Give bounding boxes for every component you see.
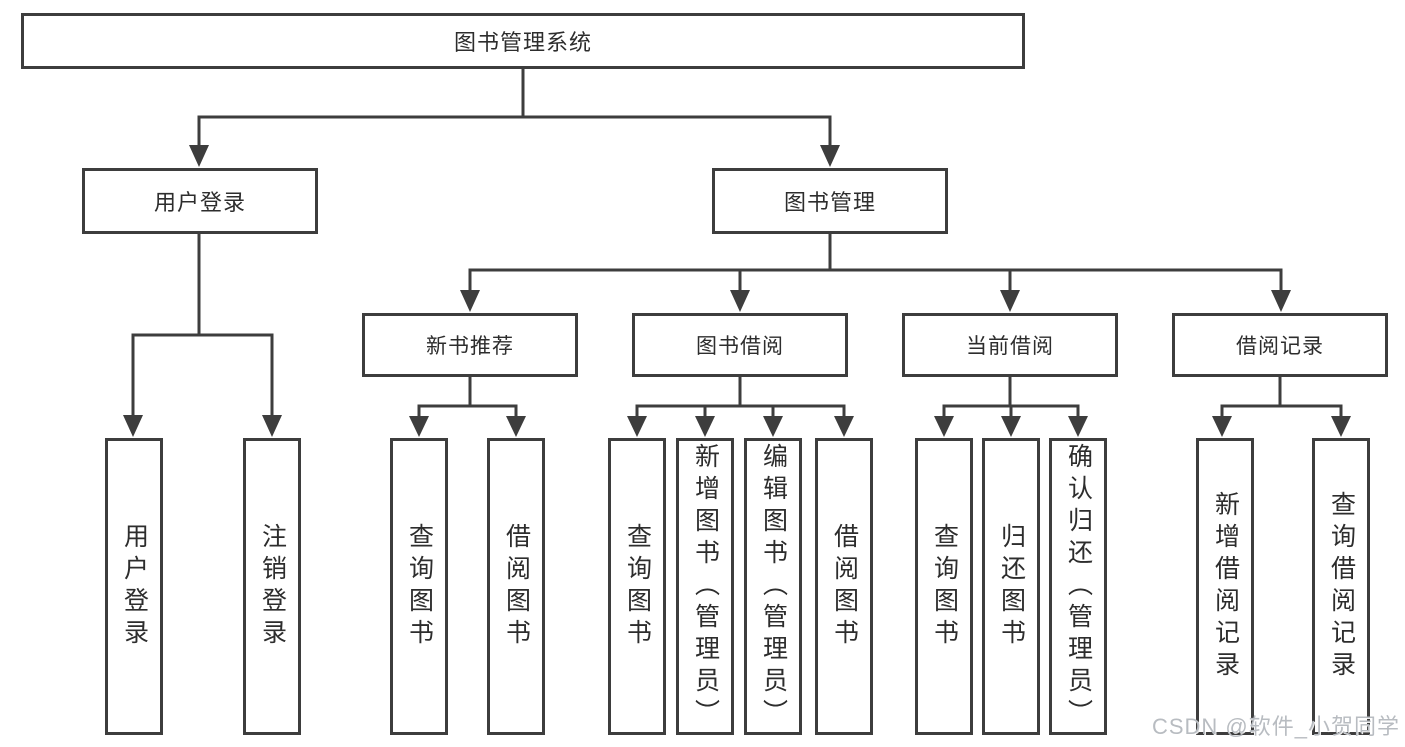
leaf-label: 查询图书 [930,522,959,651]
leaf-add-books-admin: 新增图书（管理员） [676,438,734,735]
leaf-label: 查询借阅记录 [1327,490,1356,683]
node-label: 用户登录 [153,190,246,215]
node-book-management: 图书管理 [712,168,948,234]
leaf-label: 归还图书 [997,522,1026,651]
leaf-label: 查询图书 [405,522,434,651]
node-label: 图书借阅 [696,335,784,358]
node-borrowing-records: 借阅记录 [1172,313,1388,377]
leaf-query-books-recommend: 查询图书 [390,438,448,735]
leaf-label: 查询图书 [623,522,652,651]
node-library-management-system: 图书管理系统 [21,13,1025,69]
node-label: 借阅记录 [1236,335,1324,358]
node-label: 图书管理系统 [453,30,592,55]
leaf-confirm-return-admin: 确认归还（管理员） [1049,438,1107,735]
leaf-logout: 注销登录 [243,438,301,735]
leaf-query-books-borrow: 查询图书 [608,438,666,735]
leaf-edit-books-admin: 编辑图书（管理员） [744,438,802,735]
node-new-book-recommendation: 新书推荐 [362,313,578,377]
node-user-login: 用户登录 [82,168,318,234]
leaf-query-books-current: 查询图书 [915,438,973,735]
leaf-label: 新增图书（管理员） [691,442,720,731]
node-label: 新书推荐 [426,335,514,358]
leaf-label: 注销登录 [258,522,287,651]
leaf-label: 借阅图书 [830,522,859,651]
node-book-borrowing: 图书借阅 [632,313,848,377]
leaf-add-borrow-record: 新增借阅记录 [1196,438,1254,735]
leaf-label: 新增借阅记录 [1211,490,1240,683]
node-label: 当前借阅 [966,335,1054,358]
leaf-user-login: 用户登录 [105,438,163,735]
leaf-label: 编辑图书（管理员） [759,442,788,731]
leaf-label: 确认归还（管理员） [1064,442,1093,731]
leaf-borrow-books-recommend: 借阅图书 [487,438,545,735]
leaf-borrow-books: 借阅图书 [815,438,873,735]
leaf-label: 借阅图书 [502,522,531,651]
leaf-return-books: 归还图书 [982,438,1040,735]
node-label: 图书管理 [783,190,876,215]
leaf-query-borrow-record: 查询借阅记录 [1312,438,1370,735]
csdn-watermark: CSDN @软件_小贺同学 [1151,714,1400,739]
node-current-borrowing: 当前借阅 [902,313,1118,377]
leaf-label: 用户登录 [120,522,149,651]
